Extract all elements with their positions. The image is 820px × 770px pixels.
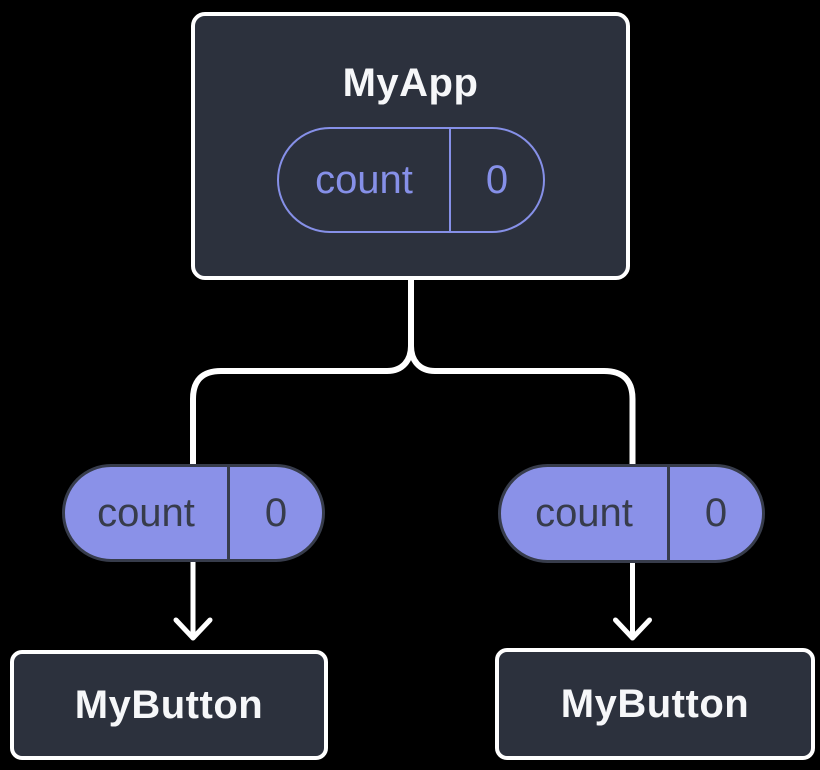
left-mybutton-title: MyButton — [74, 682, 264, 727]
arrow-to-left-button — [173, 559, 213, 641]
left-mybutton-node: MyButton — [10, 650, 328, 760]
branch-line-right — [408, 277, 636, 469]
branch-line-left — [190, 277, 414, 469]
myapp-node: MyApp count 0 — [191, 12, 630, 280]
state-pill-value: 0 — [449, 129, 543, 231]
left-prop-pill: count 0 — [62, 464, 325, 562]
left-prop-value: 0 — [227, 467, 322, 559]
right-mybutton-node: MyButton — [495, 648, 815, 760]
right-prop-value: 0 — [667, 467, 762, 560]
arrow-to-right-button — [613, 560, 652, 641]
right-mybutton-title: MyButton — [560, 681, 750, 726]
right-prop-label: count — [535, 491, 633, 535]
myapp-state-pill: count 0 — [277, 127, 545, 233]
arrow-head-left — [173, 617, 213, 641]
arrow-head-right — [613, 617, 652, 641]
left-prop-label: count — [97, 490, 195, 535]
myapp-title: MyApp — [342, 61, 479, 105]
state-pill-label: count — [315, 157, 413, 202]
right-prop-pill: count 0 — [498, 464, 765, 563]
